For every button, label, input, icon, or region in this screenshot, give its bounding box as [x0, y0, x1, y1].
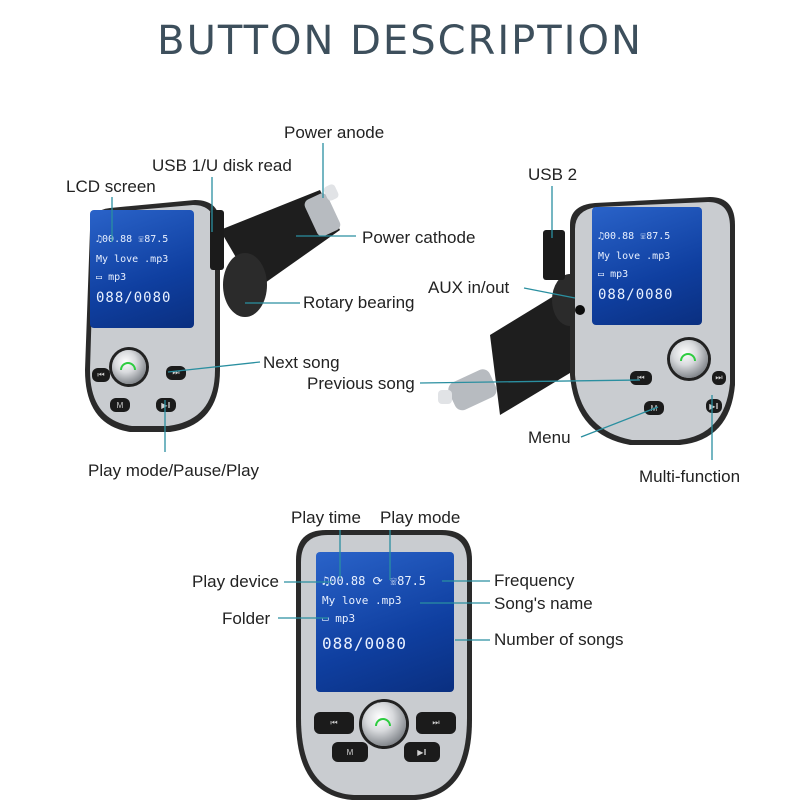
phone-icon [375, 718, 391, 726]
play-mode-icon: ⟳ [372, 574, 383, 588]
label-rotary-bearing: Rotary bearing [303, 293, 415, 312]
play-button-3[interactable]: ▶‖ [404, 742, 440, 762]
screen-count-1: 088/0080 [96, 290, 172, 306]
multi-function-knob-1[interactable] [112, 350, 146, 384]
phone-icon [680, 353, 696, 361]
next-button-2[interactable]: ⏭ [712, 371, 726, 385]
play-device-icon: ♫ [598, 231, 605, 242]
play-button-2[interactable]: ▶‖ [706, 399, 722, 413]
next-button-3[interactable]: ⏭ [416, 712, 456, 734]
menu-button-1[interactable]: M [110, 398, 130, 412]
lcd-screen-1: ♫00.88 ☏87.5 My love .mp3 ▭ mp3 088/0080 [90, 210, 194, 328]
screen-time-2: 00.88 [604, 231, 635, 242]
label-play-mode-pause-play: Play mode/Pause/Play [88, 461, 260, 480]
label-multi-function: Multi-function [639, 467, 741, 486]
label-power-anode: Power anode [284, 123, 385, 142]
prev-button-2[interactable]: ⏮ [630, 371, 652, 385]
screen-time-1: 00.88 [102, 234, 133, 245]
lcd-screen-2: ♫00.88 ☏87.5 My love .mp3 ▭ mp3 088/0080 [592, 207, 702, 325]
play-device-icon: ♫ [322, 574, 330, 588]
screen-freq-3: 87.5 [397, 574, 427, 588]
prev-button-3[interactable]: ⏮ [314, 712, 354, 734]
phone-icon: ☏ [138, 234, 145, 245]
screen-freq-2: 87.5 [646, 231, 671, 242]
label-previous-song: Previous song [307, 374, 415, 393]
folder-icon: ▭ [96, 272, 103, 283]
play-button-1[interactable]: ▶‖ [156, 398, 176, 412]
multi-function-knob-3[interactable] [362, 702, 406, 746]
screen-folder-3: mp3 [335, 612, 356, 625]
page-title: BUTTON DESCRIPTION [157, 18, 643, 64]
next-button-1[interactable]: ⏭ [166, 366, 186, 380]
screen-song-2: My love .mp3 [598, 251, 671, 262]
screen-folder-1: mp3 [108, 272, 127, 283]
label-play-time: Play time [291, 508, 361, 527]
label-lcd-screen: LCD screen [66, 177, 156, 196]
prev-button-1[interactable]: ⏮ [92, 368, 110, 382]
play-device-icon: ♫ [96, 234, 103, 245]
device-front-right-body [438, 197, 735, 445]
screen-song-3: My love .mp3 [322, 594, 402, 607]
screen-count-3: 088/0080 [322, 634, 408, 653]
device-front-right: ♫00.88 ☏87.5 My love .mp3 ▭ mp3 088/0080… [430, 185, 750, 455]
label-next-song: Next song [263, 353, 340, 372]
label-aux: AUX in/out [428, 278, 510, 297]
label-play-device: Play device [192, 572, 279, 591]
folder-icon: ▭ [322, 612, 329, 625]
label-frequency: Frequency [494, 571, 575, 590]
phone-icon: ☏ [389, 574, 398, 588]
lcd-screen-3: ♫00.88 ⟳ ☏87.5 My love .mp3 ▭ mp3 088/00… [316, 552, 454, 692]
label-folder: Folder [222, 609, 271, 628]
label-power-cathode: Power cathode [362, 228, 476, 247]
multi-function-knob-2[interactable] [670, 340, 708, 378]
menu-button-2[interactable]: M [644, 401, 664, 415]
screen-song-1: My love .mp3 [96, 254, 169, 265]
screen-folder-2: mp3 [610, 269, 629, 280]
label-songs-name: Song's name [494, 594, 593, 613]
device-front-center: ♫00.88 ⟳ ☏87.5 My love .mp3 ▭ mp3 088/00… [296, 530, 472, 800]
screen-freq-1: 87.5 [144, 234, 169, 245]
menu-button-3[interactable]: M [332, 742, 368, 762]
label-usb1: USB 1/U disk read [152, 156, 292, 175]
screen-count-2: 088/0080 [598, 287, 674, 303]
screen-time-3: 00.88 [329, 574, 366, 588]
label-usb2: USB 2 [528, 165, 578, 184]
folder-icon: ▭ [598, 269, 605, 280]
phone-icon: ☏ [640, 231, 647, 242]
label-play-mode: Play mode [380, 508, 461, 527]
phone-icon [120, 362, 136, 370]
label-menu: Menu [528, 428, 571, 447]
label-number-of-songs: Number of songs [494, 630, 624, 649]
